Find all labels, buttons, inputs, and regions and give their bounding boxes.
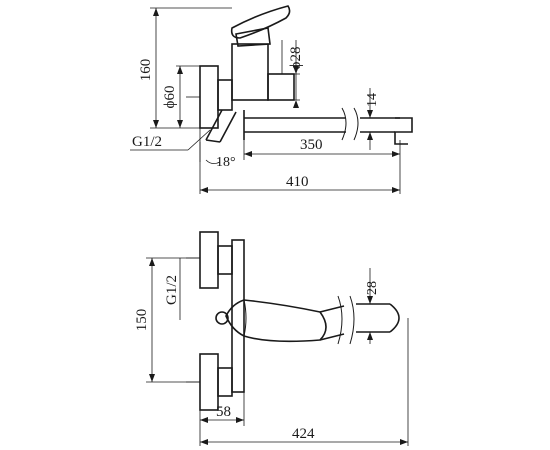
dim-spout-thickness: 14 xyxy=(365,93,380,107)
break-mark-top xyxy=(337,295,343,345)
main-body xyxy=(231,239,245,393)
upper-connector xyxy=(217,245,233,275)
handle-top-view xyxy=(225,299,327,343)
dim-total-length-top: 424 xyxy=(292,426,315,442)
dim-flange-diameter: ϕ60 xyxy=(162,86,178,109)
thread-label-side: G1/2 xyxy=(132,134,162,150)
dim-spout-width: 28 xyxy=(365,281,380,295)
aerator xyxy=(394,117,413,145)
dim-total-length-side: 410 xyxy=(286,174,309,190)
side-view: 160 ϕ60 ϕ28 14 G1/2 18° 3 xyxy=(130,5,413,194)
angle-label: 18° xyxy=(216,155,236,170)
inlet-pipe xyxy=(205,109,237,143)
thread-label-top: G1/2 xyxy=(164,275,180,305)
top-view: 28 150 G1/2 58 424 xyxy=(134,231,409,446)
lower-flange xyxy=(199,353,219,411)
upper-flange xyxy=(199,231,219,289)
handle-pivot xyxy=(215,311,229,325)
handle-cap xyxy=(235,27,271,47)
dim-spout-reach: 350 xyxy=(300,137,323,153)
dim-center-distance: 150 xyxy=(134,309,150,332)
handle-lever xyxy=(230,5,291,39)
dim-height-160: 160 xyxy=(138,59,154,82)
dim-body-depth: 58 xyxy=(216,404,231,420)
break-mark xyxy=(341,107,347,141)
body-cylinder xyxy=(231,43,269,101)
connector-block xyxy=(217,79,233,111)
spout-tip xyxy=(389,303,400,333)
body-collar xyxy=(267,73,295,101)
wall-flange xyxy=(199,65,219,129)
dim-body-diameter: ϕ28 xyxy=(288,47,304,70)
lower-connector xyxy=(217,367,233,397)
